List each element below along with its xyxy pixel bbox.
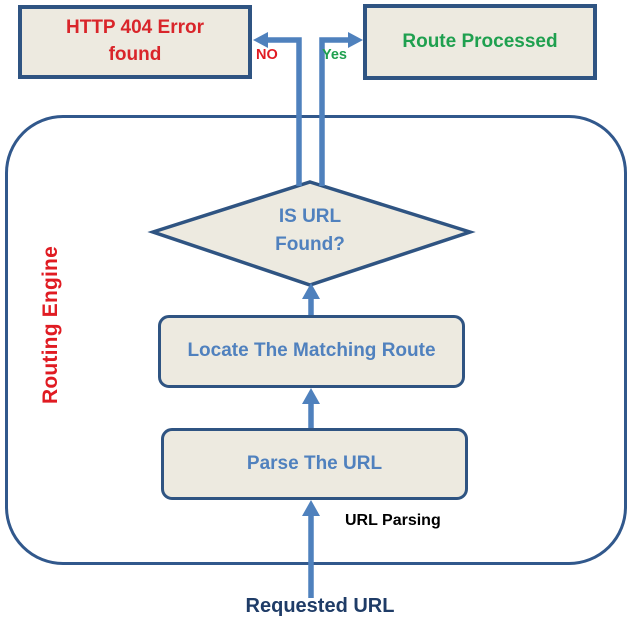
requested-url-label: Requested URL xyxy=(245,595,395,617)
node-decision-is-url-found: IS URL Found? xyxy=(275,206,345,255)
routing-engine-container xyxy=(5,115,627,565)
edge-label-no: NO xyxy=(256,47,278,63)
node-http-404-error: HTTP 404 Error found xyxy=(18,5,252,79)
url-parsing-annotation: URL Parsing xyxy=(345,512,441,529)
edge-label-yes: Yes xyxy=(322,47,347,63)
node-locate-matching-route: Locate The Matching Route xyxy=(158,315,465,388)
routing-engine-label: Routing Engine xyxy=(39,246,62,404)
node-route-processed: Route Processed xyxy=(363,4,597,80)
node-parse-the-url: Parse The URL xyxy=(161,428,468,500)
